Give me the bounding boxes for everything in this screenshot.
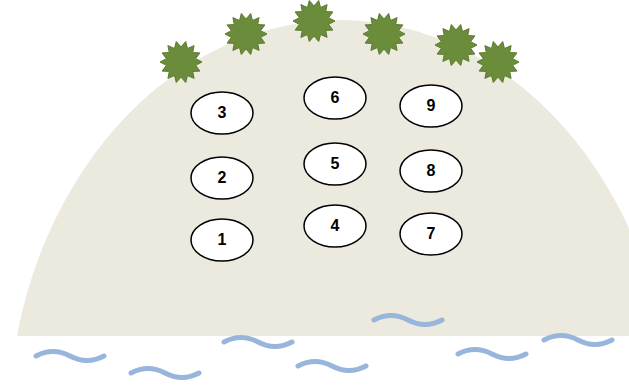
- oval-shape: [400, 85, 462, 127]
- bush: [435, 25, 477, 66]
- plot-number: 8: [427, 162, 436, 180]
- plot-number: 7: [427, 225, 436, 243]
- plot-oval: 5: [303, 142, 367, 186]
- plot-oval: 4: [303, 204, 367, 248]
- oval-shape: [400, 213, 462, 255]
- bush: [293, 1, 335, 42]
- bush: [160, 42, 202, 83]
- wave: [544, 336, 612, 345]
- oval-text-holder: 1: [190, 218, 254, 262]
- bush: [477, 42, 519, 83]
- wave: [458, 350, 526, 359]
- oval-text-holder: 4: [303, 204, 367, 248]
- oval-shape: [304, 143, 366, 185]
- water-area: [0, 336, 629, 386]
- plot-number: 1: [218, 231, 227, 249]
- plot-oval: 3: [190, 91, 254, 135]
- oval-shape: [191, 157, 253, 199]
- bushes: [160, 1, 519, 83]
- plot-number: 9: [427, 97, 436, 115]
- oval-shape: [191, 219, 253, 261]
- plot-oval: 7: [399, 212, 463, 256]
- plot-number: 4: [331, 217, 340, 235]
- plot-number: 3: [218, 104, 227, 122]
- plot-number: 2: [218, 169, 227, 187]
- oval-text-holder: 7: [399, 212, 463, 256]
- bush: [225, 14, 267, 55]
- bush: [363, 14, 405, 55]
- wave: [131, 369, 199, 378]
- oval-shape: [304, 77, 366, 119]
- plot-oval: 6: [303, 76, 367, 120]
- plot-oval: 2: [190, 156, 254, 200]
- oval-shape: [191, 92, 253, 134]
- plot-number: 6: [331, 89, 340, 107]
- plot-oval: 9: [399, 84, 463, 128]
- oval-text-holder: 2: [190, 156, 254, 200]
- wave: [36, 352, 104, 361]
- oval-shape: [304, 205, 366, 247]
- oval-shape: [400, 150, 462, 192]
- wave: [374, 316, 442, 325]
- oval-text-holder: 9: [399, 84, 463, 128]
- waves: [36, 316, 612, 378]
- wave: [224, 338, 292, 347]
- plot-number: 5: [331, 155, 340, 173]
- oval-text-holder: 6: [303, 76, 367, 120]
- plot-oval: 8: [399, 149, 463, 193]
- wave: [298, 362, 366, 371]
- oval-text-holder: 8: [399, 149, 463, 193]
- island-ground: [8, 20, 629, 386]
- oval-text-holder: 3: [190, 91, 254, 135]
- oval-text-holder: 5: [303, 142, 367, 186]
- plot-oval: 1: [190, 218, 254, 262]
